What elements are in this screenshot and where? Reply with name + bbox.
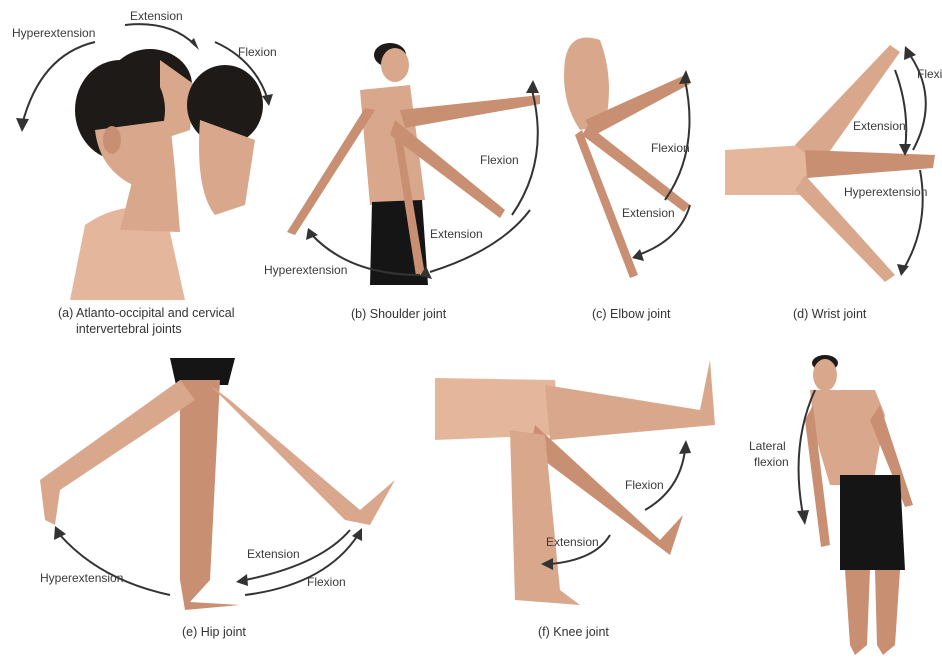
panel-shoulder: Flexion Extension Hyperextension (b) Sho… (250, 0, 560, 330)
label-flexion: Flexion (307, 575, 346, 589)
hyperextension-arrow (60, 535, 170, 595)
label-flexion: Flexion (625, 478, 664, 492)
panel-hip: Extension Hyperextension Flexion (e) Hip… (0, 340, 420, 660)
knee-illustration (435, 340, 735, 620)
label-hyperextension: Hyperextension (12, 26, 95, 40)
lateral-flexion-illustration (745, 345, 942, 660)
extension-arrow (125, 24, 195, 45)
panel-knee: Flexion Extension (f) Knee joint (435, 340, 735, 660)
caption-b: (b) Shoulder joint (351, 307, 446, 322)
caption-a-line2: intervertebral joints (76, 322, 182, 337)
label-flexion: Flexion (651, 141, 690, 155)
caption-c: (c) Elbow joint (592, 307, 671, 322)
shoulder-illustration (250, 0, 560, 300)
label-flexion: Flexi (917, 67, 942, 81)
label-lateral-line2: flexion (754, 455, 789, 469)
caption-a-line1: (a) Atlanto-occipital and cervical (58, 306, 234, 321)
panel-elbow: Flexion Extension (c) Elbow joint (560, 0, 720, 330)
label-extension: Extension (430, 227, 483, 241)
flexion-arrow (665, 80, 690, 200)
panel-wrist: Flexi Extension Hyperextension (d) Wrist… (725, 0, 942, 330)
caption-f: (f) Knee joint (538, 625, 609, 640)
extension-arrow (430, 210, 530, 272)
caption-e: (e) Hip joint (182, 625, 246, 640)
label-extension: Extension (622, 206, 675, 220)
label-extension: Extension (853, 119, 906, 133)
extension-arrow (895, 70, 906, 150)
label-flexion: Flexion (480, 153, 519, 167)
caption-d: (d) Wrist joint (793, 307, 866, 322)
label-extension: Extension (247, 547, 300, 561)
panel-lateral-flexion: Lateral flexion (745, 345, 942, 660)
label-hyperextension: Hyperextension (40, 571, 123, 585)
label-extension: Extension (130, 9, 183, 23)
label-extension: Extension (546, 535, 599, 549)
wrist-illustration (725, 0, 942, 300)
label-lateral-line1: Lateral (749, 439, 786, 453)
label-hyperextension: Hyperextension (264, 263, 347, 277)
elbow-illustration (560, 0, 720, 300)
label-hyperextension: Hyperextension (844, 185, 927, 199)
